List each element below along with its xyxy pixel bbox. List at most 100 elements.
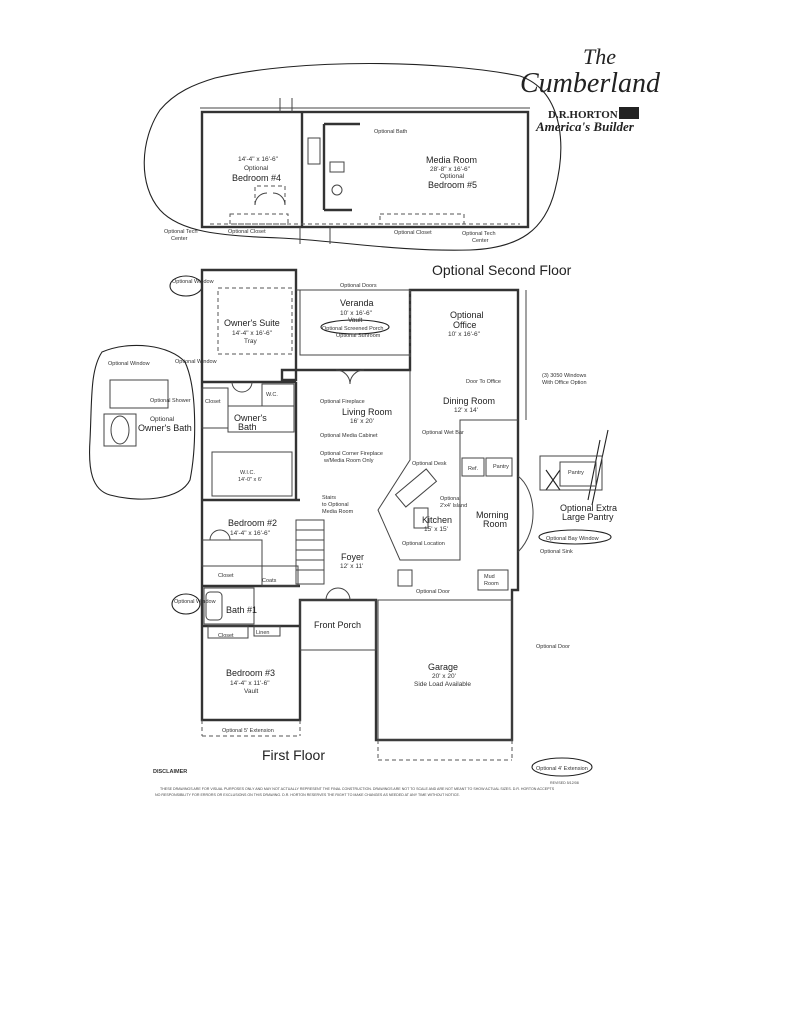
front-porch-name: Front Porch: [314, 620, 361, 630]
revised-date: REVISED 5/12/08: [550, 781, 579, 785]
wic-label: W.I.C.: [240, 470, 255, 476]
optional-tech-right-1: Optional Tech: [462, 231, 496, 237]
owners-suite-name: Owner's Suite: [224, 318, 280, 328]
optional-door-mud-note: Optional Door: [416, 589, 450, 595]
foyer-name: Foyer: [341, 552, 364, 562]
second-floor-outline-sketch: [143, 62, 562, 251]
disclaimer: DISCLAIMER THESE DRAWINGS ARE FOR VISUAL…: [153, 769, 555, 797]
brand-tagline: America's Builder: [535, 119, 635, 134]
optional-closet-left-note: Optional Closet: [228, 229, 266, 235]
refrigerator-label: Ref.: [468, 466, 479, 472]
title-block: The Cumberland D.R.HORTON America's Buil…: [520, 44, 661, 134]
optional-corner-fireplace-line2: w/Media Room Only: [323, 458, 374, 464]
optional-owners-bath-line2: Owner's Bath: [138, 423, 192, 433]
optional-island-line1: Optional: [440, 496, 461, 502]
optional-bay-window-note: Optional Bay Window: [546, 536, 599, 542]
media-room-dim: 28'-8" x 16'-6": [430, 166, 471, 173]
stairs-line2: to Optional: [322, 502, 349, 508]
dining-room-dim: 12' x 14': [454, 407, 478, 414]
owners-suite-dim: 14'-4" x 16'-6": [232, 330, 273, 337]
morning-room-line1: Morning: [476, 510, 509, 520]
garage-name: Garage: [428, 662, 458, 672]
stairs-line1: Stairs: [322, 495, 336, 501]
wic-dim: 14'-0" x 6': [238, 477, 262, 483]
circle-optional-window-bath1: [171, 593, 201, 615]
bedroom3-name: Bedroom #3: [226, 668, 275, 678]
optional-door-garage-note: Optional Door: [536, 644, 570, 650]
kitchen-name: Kitchen: [422, 515, 452, 525]
veranda-vault: Vault: [348, 317, 363, 324]
wc-label: W.C.: [266, 392, 278, 398]
foyer-dim: 12' x 11': [340, 563, 363, 570]
first-floor-plan: Owner's Suite 14'-4" x 16'-6" Tray Veran…: [103, 268, 617, 785]
optional-sunroom-note: Optional Sunroom: [336, 333, 381, 339]
owners-bath-line1: Owner's: [234, 413, 267, 423]
disclaimer-line2: NO RESPONSIBILITY FOR ERRORS OR EXCLUSIO…: [155, 793, 460, 797]
pantry-label: Pantry: [493, 464, 509, 470]
title-line-2: Cumberland: [520, 68, 661, 99]
mud-room-line2: Room: [484, 581, 499, 587]
optional-office-line1: Optional: [450, 310, 484, 320]
optional-tech-left-1: Optional Tech: [164, 229, 198, 235]
mud-room-line1: Mud: [484, 574, 495, 580]
optional-desk-note: Optional Desk: [412, 461, 447, 467]
optional-extra-pantry-line1: Optional Extra: [560, 503, 617, 513]
optional-doors-note: Optional Doors: [340, 283, 377, 289]
garage-side-load: Side Load Available: [414, 681, 471, 688]
office-dim: 10' x 16'-6": [448, 331, 481, 338]
optional-window-top-note: Optional Window: [172, 279, 214, 285]
title-line-1: The: [583, 44, 616, 69]
stairs-line3: Media Room: [322, 509, 354, 515]
second-floor-label: Optional Second Floor: [432, 262, 572, 278]
garage-dim: 20' x 20': [432, 673, 456, 680]
media-room-optional: Optional: [440, 173, 465, 180]
optional-owners-bath-line1: Optional: [150, 416, 175, 423]
optional-window-bath1-note: Optional Window: [174, 599, 216, 605]
bedroom3-vault: Vault: [244, 688, 259, 695]
bedroom4-optional: Optional: [244, 165, 269, 172]
windows-note-line2: With Office Option: [542, 380, 587, 386]
optional-bath-outline-sketch: [89, 344, 196, 500]
optional-media-cabinet-note: Optional Media Cabinet: [320, 433, 378, 439]
optional-bath-note: Optional Bath: [374, 129, 407, 135]
owners-bath-line2: Bath: [238, 422, 257, 432]
bedroom5-name: Bedroom #5: [428, 180, 477, 190]
optional-location-note: Optional Location: [402, 541, 445, 547]
circle-bay-window: [538, 529, 612, 545]
bedroom3-dim: 14'-4" x 11'-6": [230, 680, 270, 687]
circle-ext-right: [531, 757, 593, 777]
closet-owner-label: Closet: [205, 399, 221, 405]
closet-bed2-label: Closet: [218, 573, 234, 579]
dining-room-name: Dining Room: [443, 396, 495, 406]
door-to-office-note: Door To Office: [466, 379, 501, 385]
kitchen-dim: 15' x 15': [424, 526, 448, 533]
optional-extension-left-note: Optional 5' Extension: [222, 728, 274, 734]
optional-island-line2: 2'x4' Island: [440, 503, 467, 509]
bedroom4-dim: 14'-4" x 16'-6": [238, 156, 279, 163]
pantry-detail-label: Pantry: [568, 470, 584, 476]
brand-logo-mark: [619, 107, 639, 119]
living-room-name: Living Room: [342, 407, 392, 417]
bedroom2-name: Bedroom #2: [228, 518, 277, 528]
closet-bed3-label: Closet: [218, 633, 234, 639]
media-room-name: Media Room: [426, 155, 477, 165]
owners-suite-tray: Tray: [244, 338, 258, 345]
bath1-name: Bath #1: [226, 605, 257, 615]
bedroom2-dim: 14'-4" x 16'-6": [230, 530, 271, 537]
disclaimer-line1: THESE DRAWINGS ARE FOR VISUAL PURPOSES O…: [160, 787, 555, 791]
optional-window-mid-note: Optional Window: [175, 359, 217, 365]
optional-tech-right-2: Center: [472, 238, 489, 244]
optional-fireplace-note: Optional Fireplace: [320, 399, 365, 405]
linen-label: Linen: [256, 630, 269, 636]
disclaimer-title: DISCLAIMER: [153, 769, 187, 775]
optional-window-bath-side-note: Optional Window: [108, 361, 150, 367]
windows-note-line1: (3) 3050 Windows: [542, 373, 587, 379]
veranda-dim: 10' x 16'-6": [340, 310, 373, 317]
brand-name: D.R.HORTON: [548, 109, 618, 121]
veranda-name: Veranda: [340, 298, 374, 308]
optional-screened-porch-note: Optional Screened Porch: [322, 326, 383, 332]
living-room-dim: 16' x 20': [350, 418, 374, 425]
optional-extra-pantry-line2: Large Pantry: [562, 512, 614, 522]
optional-wet-bar-note: Optional Wet Bar: [422, 430, 464, 436]
